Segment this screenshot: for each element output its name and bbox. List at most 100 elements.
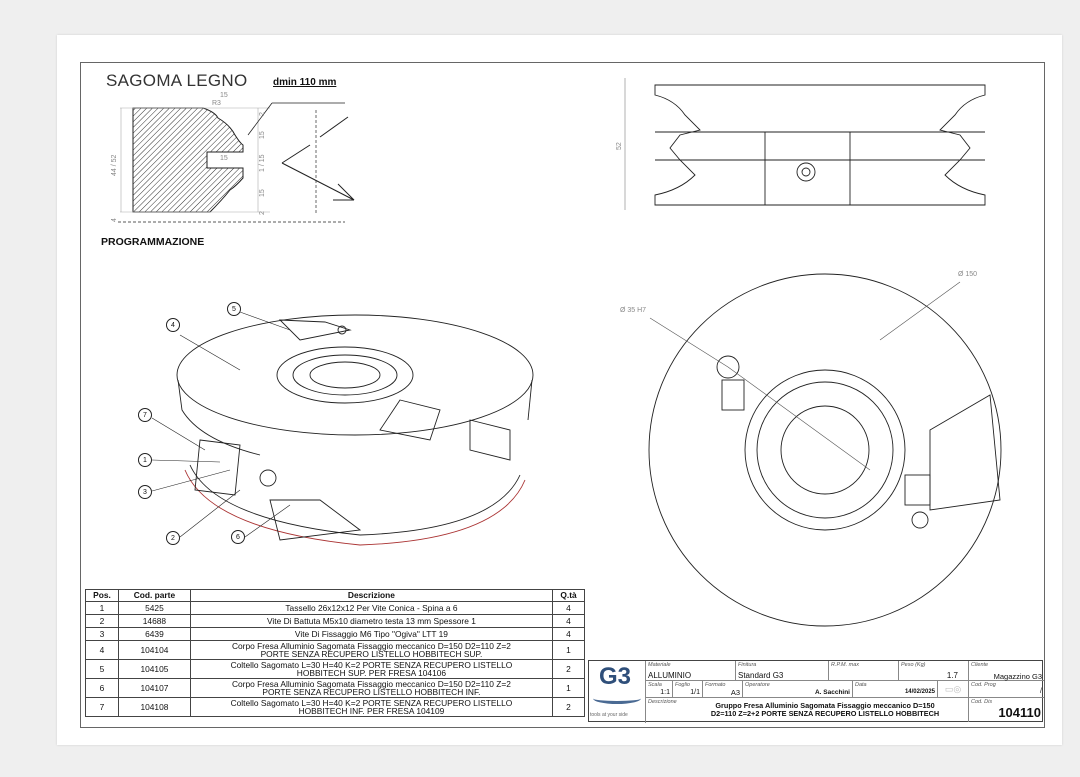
cell-qty: 2	[552, 659, 585, 679]
cell-code: 104108	[117, 697, 191, 717]
descrizione-line-1: Gruppo Fresa Alluminio Sagomata Fissaggi…	[715, 701, 935, 710]
cell-code: 6439	[117, 627, 191, 641]
cliente-cell: Cliente Magazzino G3	[969, 661, 1044, 681]
desc-line: PORTE SENZA RECUPERO LISTELLO HOBBITECH …	[260, 649, 483, 659]
dmin-label: dmin 110 mm	[273, 77, 337, 88]
cell-qty: 4	[552, 627, 585, 641]
cell-code: 5425	[117, 601, 191, 615]
cell-qty: 2	[552, 697, 585, 717]
descrizione-line-2: D2=110 Z=2+2 PORTE SENZA RECUPERO LISTEL…	[710, 709, 940, 718]
descrizione-cell: Descrizione Gruppo Fresa Alluminio Sagom…	[646, 698, 969, 722]
callout-3: 3	[138, 485, 152, 499]
callout-6: 6	[231, 530, 245, 544]
callout-7: 7	[138, 408, 152, 422]
section-programmazione: PROGRAMMAZIONE	[101, 236, 205, 248]
desc-line: Vite Di Fissaggio M6 Tipo "Ogiva" LTT 19	[294, 628, 448, 639]
peso-value: 1.7	[946, 671, 958, 680]
cell-pos: 4	[85, 640, 119, 660]
scala-label: Scala	[648, 682, 662, 688]
cell-code: 104105	[117, 659, 191, 679]
rpm-cell: R.P.M. max	[829, 661, 899, 681]
cell-pos: 1	[85, 601, 119, 615]
data-label: Data	[855, 682, 867, 688]
dim-base: 4	[111, 218, 118, 222]
header-pos: Pos.	[85, 589, 119, 602]
profile-title: SAGOMA LEGNO	[106, 71, 248, 90]
header-qty: Q.tà	[552, 589, 585, 602]
cell-qty: 4	[552, 614, 585, 628]
desc-line: Coltello Sagomato L=30 H=40 K=2 PORTE SE…	[230, 659, 513, 670]
cell-qty: 4	[552, 601, 585, 615]
desc-line: PORTE SENZA RECUPERO LISTELLO HOBBITECH …	[262, 687, 481, 697]
cell-desc: Coltello Sagomato L=30 H=40 K=2 PORTE SE…	[189, 659, 554, 679]
peso-label: Peso (Kg)	[901, 662, 926, 668]
desc-line: Coltello Sagomato L=30 H=40 K=2 PORTE SE…	[230, 697, 513, 708]
codprog-value: /	[1040, 688, 1042, 695]
cell-pos: 2	[85, 614, 119, 628]
dim-right-bottom: 2	[259, 211, 266, 215]
logo-text: G3	[599, 663, 632, 690]
desc-line: HOBBITECH SUP. PER FRESA 104106	[296, 668, 447, 678]
dim-right-b: 1 / 15	[259, 154, 266, 172]
cell-desc: Corpo Fresa Alluminio Sagomata Fissaggio…	[189, 678, 554, 698]
callout-4: 4	[166, 318, 180, 332]
coddis-cell: Cod. Dis 104110	[969, 698, 1044, 722]
dim-radius: R3	[212, 100, 221, 107]
codprog-cell: Cod. Prog /	[969, 681, 1044, 698]
callout-2: 2	[166, 531, 180, 545]
side-view	[624, 78, 986, 210]
scala-cell: Scala 1:1	[646, 681, 673, 698]
data-cell: Data 14/02/2025	[853, 681, 938, 698]
cell-qty: 1	[552, 678, 585, 698]
formato-cell: Formato A3	[703, 681, 743, 698]
cell-pos: 3	[85, 627, 119, 641]
projection-symbol-icon: ▭◎	[938, 681, 969, 698]
cell-code: 104107	[117, 678, 191, 698]
finitura-value: Standard G3	[738, 671, 784, 680]
g3-logo: G3 tools at your side	[589, 661, 646, 723]
logo-swoosh-icon	[593, 693, 641, 704]
cell-pos: 6	[85, 678, 119, 698]
desc-line: Corpo Fresa Alluminio Sagomata Fissaggio…	[231, 640, 511, 651]
rpm-label: R.P.M. max	[831, 662, 860, 668]
header-code: Cod. parte	[117, 589, 191, 602]
materiale-label: Materiale	[648, 662, 671, 668]
isometric-view	[151, 311, 534, 546]
codprog-label: Cod. Prog	[971, 682, 996, 688]
materiale-cell: Materiale ALLUMINIO	[646, 661, 736, 681]
outer-diameter-dim: Ø 150	[958, 271, 978, 278]
coddis-label: Cod. Dis	[971, 699, 993, 705]
dim-slot: 15	[220, 155, 228, 162]
dim-right-c: 15	[259, 189, 266, 197]
logo-tagline: tools at your side	[590, 712, 628, 718]
foglio-cell: Foglio 1/1	[673, 681, 703, 698]
cell-code: 14688	[117, 614, 191, 628]
materiale-value: ALLUMINIO	[648, 671, 692, 680]
cell-desc: Vite Di Battuta M5x10 diametro testa 13 …	[189, 614, 554, 628]
descrizione-label: Descrizione	[648, 699, 677, 705]
formato-value: A3	[730, 688, 740, 697]
callout-1: 1	[138, 453, 152, 467]
desc-line: Vite Di Battuta M5x10 diametro testa 13 …	[267, 615, 476, 626]
peso-cell: Peso (Kg) 1.7	[899, 661, 969, 681]
drawing-frame	[80, 62, 1045, 728]
desc-line: Corpo Fresa Alluminio Sagomata Fissaggio…	[231, 678, 511, 689]
cell-desc: Corpo Fresa Alluminio Sagomata Fissaggio…	[189, 640, 554, 660]
scala-value: 1:1	[660, 689, 670, 696]
finitura-label: Finitura	[738, 662, 757, 668]
operatore-label: Operatore	[745, 682, 770, 688]
desc-line: HOBBITECH INF. PER FRESA 104109	[298, 706, 445, 716]
cliente-label: Cliente	[971, 662, 989, 668]
cliente-value: Magazzino G3	[993, 672, 1042, 681]
coddis-value: 104110	[998, 705, 1041, 720]
cell-pos: 5	[85, 659, 119, 679]
foglio-label: Foglio	[675, 682, 690, 688]
foglio-value: 1/1	[690, 689, 700, 696]
